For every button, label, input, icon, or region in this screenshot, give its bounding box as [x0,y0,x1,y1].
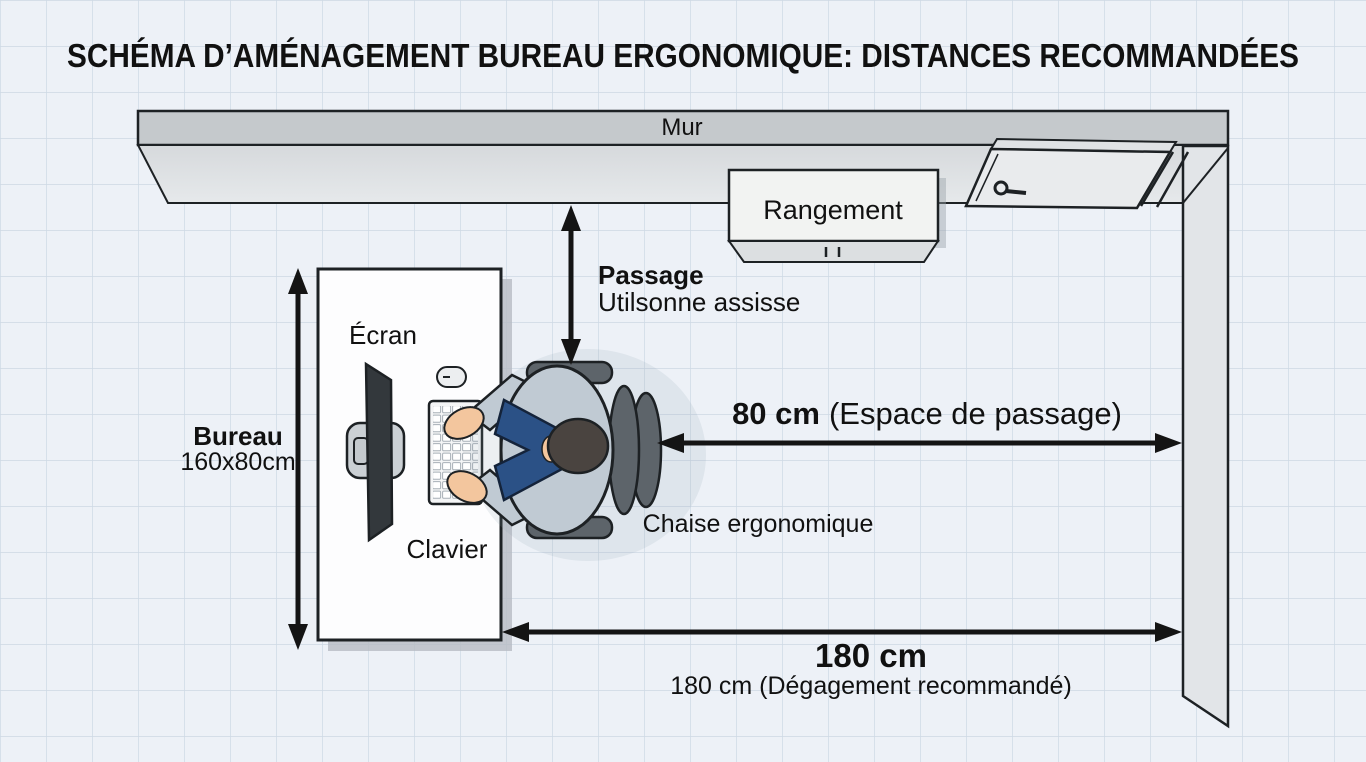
door-handle-bar [1005,189,1027,195]
desk-depth-arrow [288,268,308,650]
passage-width-value: 80 cm [732,396,820,431]
keyboard-label: Clavier [407,534,488,564]
person-head-icon [546,417,610,475]
wall-corner-seam [1182,147,1229,204]
desk: Écran Clavier [316,267,512,651]
passage-arrow [561,205,581,365]
passage-width-note: (Espace de passage) [829,396,1122,431]
passage-sublabel: Utilsonne assisse [598,287,800,317]
person-on-chair [443,349,706,561]
storage-base [727,240,940,263]
desk-dimensions-label: 160x80cm [180,448,295,476]
page-title: SCHÉMA D’AMÉNAGEMENT BUREAU ERGONOMIQUE:… [67,37,1299,74]
clearance-arrow-180 [502,622,1182,642]
desk-label: Bureau [193,421,283,451]
door-handle-icon [993,180,1009,196]
monitor-icon [364,361,394,543]
screen-label: Écran [349,320,417,350]
door-hatch-2 [1155,151,1190,208]
passage-label: Passage [598,260,704,290]
monitor-stand-clamp [353,437,369,465]
mouse-icon [436,366,467,388]
door-hatch-1 [1139,151,1175,207]
wall-label: Mur [661,114,702,141]
storage-unit: Rangement [727,168,946,263]
right-wall [1181,144,1230,729]
clearance-note-label: 180 cm (Dégagement recommandé) [670,672,1072,700]
right-wall-panel [1181,144,1230,729]
passage-width-label: 80 cm (Espace de passage) [732,396,1122,431]
person-hand-lower [446,470,488,504]
person-hand-upper [443,406,485,440]
door-panel-inner-line [975,153,999,202]
clearance-value-label: 180 cm [815,637,927,674]
door-icon [964,137,1190,210]
chair-label: Chaise ergonomique [643,510,874,538]
storage-label: Rangement [763,195,903,225]
passage-width-arrow-80 [657,433,1182,453]
